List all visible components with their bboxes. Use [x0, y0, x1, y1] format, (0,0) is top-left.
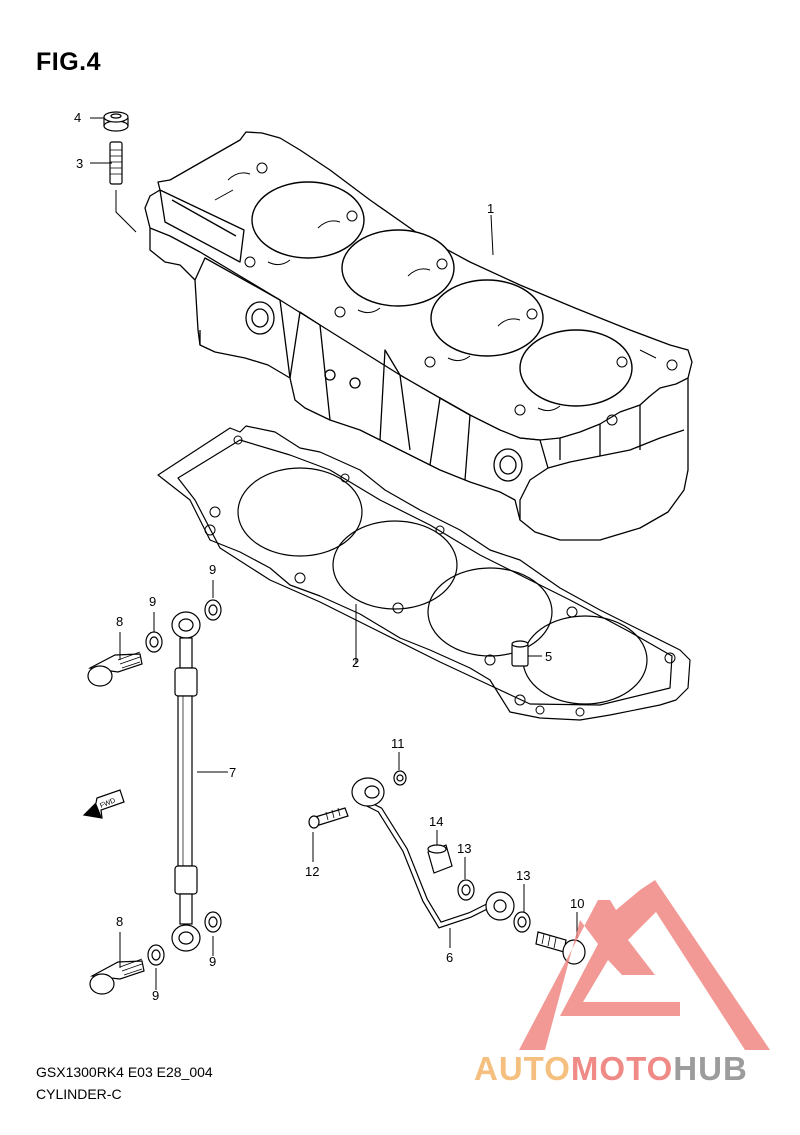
- callout-9-upper-left: 9: [149, 594, 156, 609]
- callout-7: 7: [229, 765, 236, 780]
- callout-labels: 1 2 3 4 5 6 7 8 8 9 9 9 9 10 11 12 13 13…: [74, 110, 584, 1003]
- cylinder-base-gasket: [157, 425, 691, 721]
- callout-5: 5: [545, 649, 552, 664]
- callout-9-lower-left: 9: [152, 988, 159, 1003]
- watermark-logo: [519, 880, 770, 1050]
- watermark-hub: HUB: [673, 1050, 748, 1087]
- callout-2: 2: [352, 655, 359, 670]
- watermark-moto: MOTO: [570, 1050, 674, 1087]
- callout-8-upper: 8: [116, 614, 123, 629]
- figure-code: GSX1300RK4 E03 E28_004: [36, 1064, 213, 1080]
- callout-9-lower-right: 9: [209, 954, 216, 969]
- callout-6: 6: [446, 950, 453, 965]
- dowel-pin: [511, 640, 529, 667]
- pipe-bolt: [308, 807, 349, 829]
- union-bolt-10: [535, 931, 586, 965]
- stud-bolt: [109, 141, 123, 185]
- union-bolt-upper: [87, 651, 143, 687]
- callout-1: 1: [487, 201, 494, 216]
- forward-arrow-icon: FWD: [82, 789, 125, 819]
- gasket-washers: [145, 599, 531, 966]
- callout-10: 10: [570, 896, 584, 911]
- watermark-brand-text: AUTOMOTOHUB: [474, 1050, 748, 1088]
- union-bolt-lower: [89, 958, 145, 995]
- callout-8-lower: 8: [116, 914, 123, 929]
- callout-4: 4: [74, 110, 81, 125]
- oil-pipe: [351, 777, 515, 929]
- figure-title: FIG.4: [36, 48, 102, 76]
- callout-13-left: 13: [457, 841, 471, 856]
- figure-name: CYLINDER-C: [36, 1086, 122, 1102]
- callout-12: 12: [305, 864, 319, 879]
- plug: [427, 844, 453, 874]
- oil-hose: [171, 611, 201, 952]
- callout-14: 14: [429, 814, 443, 829]
- cylinder-block: [144, 131, 693, 541]
- callout-3: 3: [76, 156, 83, 171]
- nut: [103, 111, 129, 132]
- watermark-auto: AUTO: [474, 1050, 571, 1087]
- callout-11: 11: [391, 736, 405, 751]
- callout-13-right: 13: [516, 868, 530, 883]
- callout-9-upper-right: 9: [209, 562, 216, 577]
